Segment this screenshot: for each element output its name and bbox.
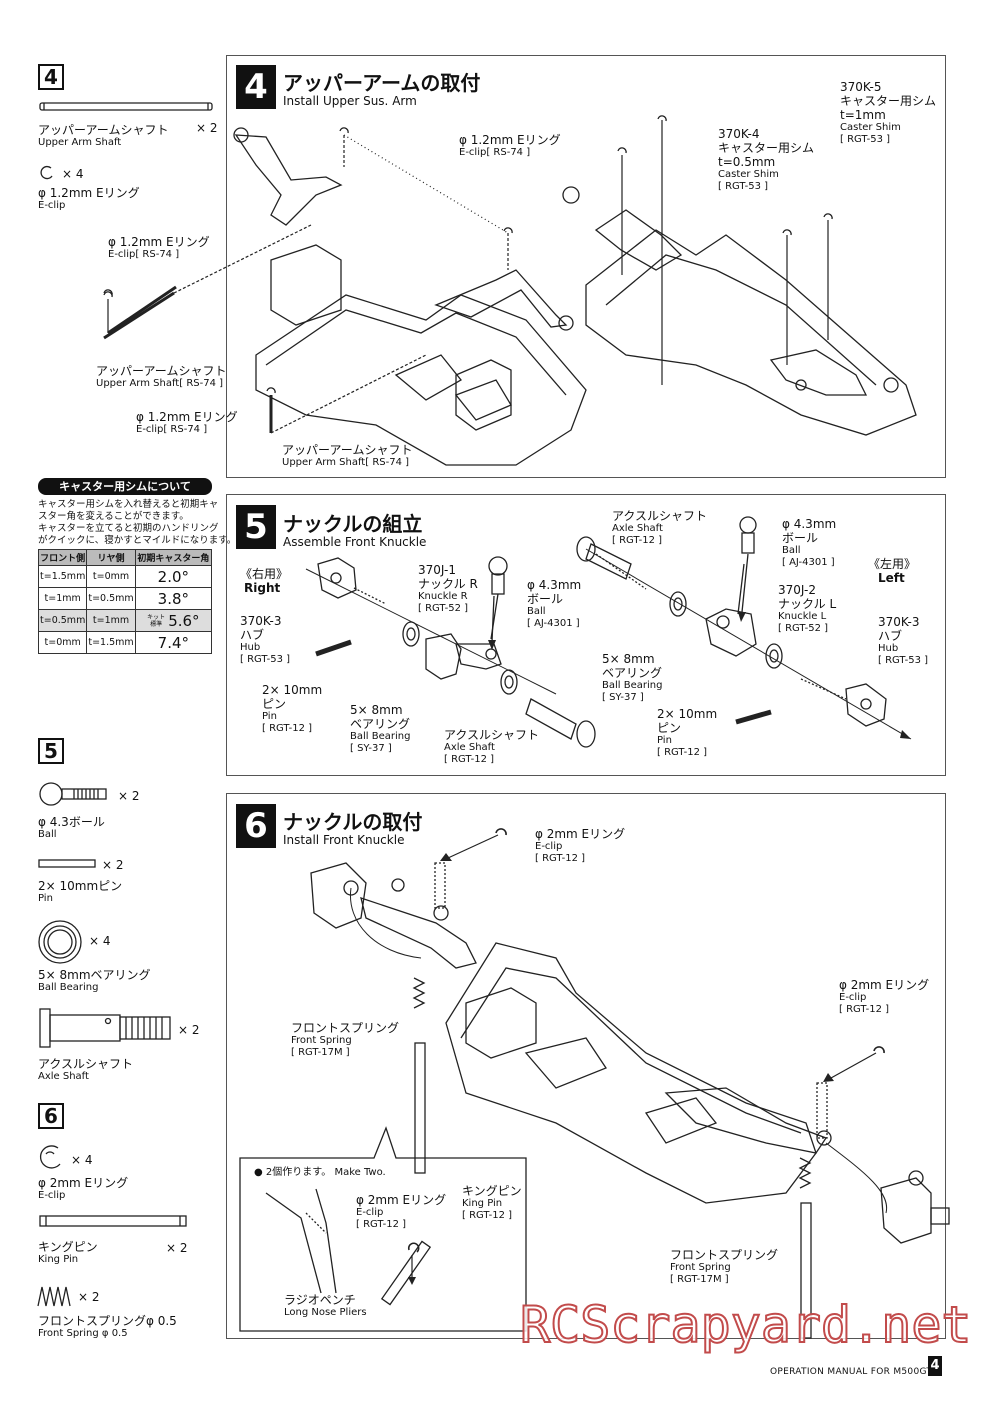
step5-left-label: 《左用》Left [868, 557, 917, 585]
caster-shim-note: キャスター用シムを入れ替えると初期キャ スター角を変えることができます。 キャス… [38, 499, 237, 546]
sidebar-step6-number: 6 [38, 1103, 64, 1129]
shaft-guide-lines [103, 285, 177, 335]
step4-subtitle: Install Upper Sus. Arm [283, 94, 417, 108]
table-row: t=0mm t=1.5mm 7.4° [37, 631, 213, 654]
table-row: t=1mm t=0.5mm 3.8° [37, 587, 213, 610]
caster-col-angle: 初期キャスター角 [134, 549, 213, 566]
upper-arm-assembly-illustration [103, 115, 917, 466]
page-number: 4 [928, 1356, 942, 1376]
pin-icon [38, 859, 96, 868]
step6-panel [226, 793, 946, 1339]
sidebar-ball-qty: × 2 [118, 789, 140, 803]
step5-title: ナックルの組立 [283, 512, 423, 536]
front-spring-icon [37, 1286, 71, 1307]
ball-stud-icon [39, 782, 107, 806]
step5-right-label: 《右用》Right [240, 567, 289, 595]
caster-col-rear: リヤ側 [86, 549, 136, 566]
e-clip-icon [40, 165, 53, 180]
caster-angle-table: フロント側 リヤ側 初期キャスター角 t=1.5mm t=0mm 2.0° t=… [37, 549, 213, 654]
table-row: t=1.5mm t=0mm 2.0° [37, 565, 213, 588]
step6-title: ナックルの取付 [283, 810, 423, 834]
sidebar-axle-qty: × 2 [178, 1023, 200, 1037]
sidebar-step4-number: 4 [38, 64, 64, 90]
sidebar-eclip-label: φ 1.2mm Eリング E-clip [38, 186, 140, 211]
kit-standard-badge: キット標準 [147, 614, 166, 628]
sidebar-upper-arm-shaft: アッパーアームシャフト Upper Arm Shaft [38, 123, 169, 148]
step4-panel [226, 55, 946, 478]
step5-subtitle: Assemble Front Knuckle [283, 535, 427, 549]
caster-col-front: フロント側 [37, 549, 88, 566]
caster-shim-heading: キャスター用シムについて [38, 478, 212, 495]
step6-subtitle: Install Front Knuckle [283, 833, 405, 847]
sidebar-kingpin-qty: × 2 [166, 1241, 188, 1255]
sidebar-pin-qty: × 2 [102, 858, 124, 872]
step6-inset-note: ● 2個作ります。 Make Two. [254, 1167, 386, 1178]
king-pin-icon [39, 1215, 187, 1227]
sidebar-eclip-qty: × 4 [62, 167, 84, 181]
sidebar-eclip2-qty: × 4 [71, 1153, 93, 1167]
step4-title: アッパーアームの取付 [283, 71, 481, 95]
site-watermark: RCScrapyard.net [519, 1295, 973, 1355]
step6-number: 6 [236, 804, 276, 848]
sidebar-spring-qty: × 2 [78, 1290, 100, 1304]
sidebar-bearing-qty: × 4 [89, 934, 111, 948]
knuckle-install-illustration [239, 828, 950, 1339]
step5-number: 5 [236, 505, 276, 549]
upper-arm-shaft-icon [39, 102, 213, 111]
manual-title: OPERATION MANUAL FOR M500GT [770, 1367, 933, 1377]
step5-panel [226, 494, 946, 776]
axle-shaft-icon [39, 1008, 171, 1048]
sidebar-upper-arm-shaft-qty: × 2 [196, 121, 218, 135]
knuckle-assembly-illustration [305, 516, 912, 748]
e-clip-icon [39, 1145, 61, 1169]
step4-number: 4 [236, 65, 276, 109]
sidebar-step5-number: 5 [38, 738, 64, 764]
ball-bearing-icon [38, 920, 82, 964]
